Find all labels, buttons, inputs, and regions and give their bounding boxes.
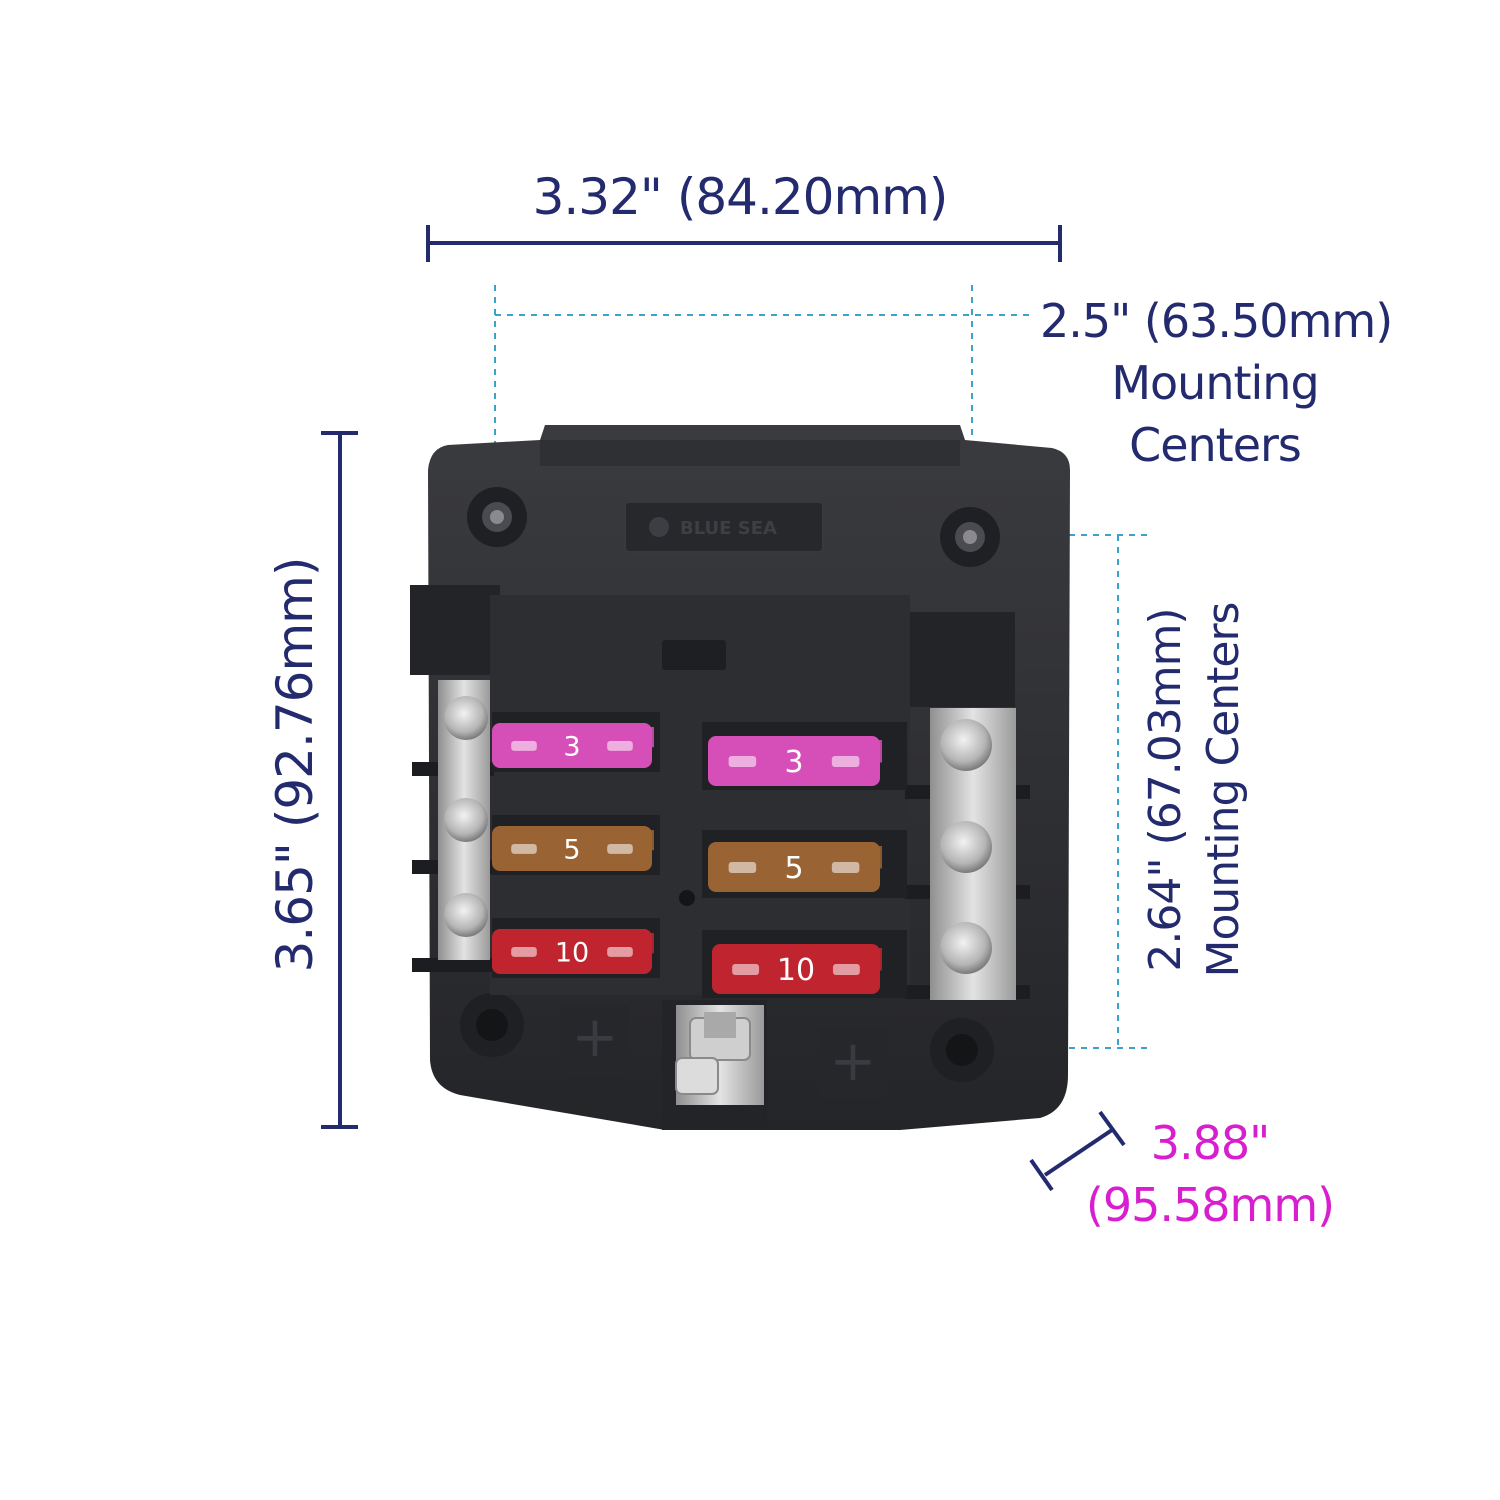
left-rail-cap bbox=[410, 585, 500, 675]
terminal-screw bbox=[940, 821, 992, 873]
mounting-height-line2: Mounting Centers bbox=[1198, 602, 1249, 978]
fuse-rating: 10 bbox=[555, 937, 589, 968]
housing-top-lip bbox=[540, 440, 960, 466]
positive-symbol-plate-right bbox=[818, 1028, 888, 1098]
fuse-body bbox=[492, 929, 652, 974]
fuse-tab bbox=[868, 846, 882, 869]
fuse-group: 3 3 5 5 10 10 bbox=[492, 723, 882, 994]
mounting-height-label: 2.64" (67.03mm) Mounting Centers bbox=[1137, 603, 1253, 978]
fuse-window bbox=[607, 947, 633, 957]
fuse-tab bbox=[640, 830, 654, 851]
fuse-body bbox=[712, 944, 880, 994]
terminal-screw bbox=[444, 798, 488, 842]
depth-metric: (95.58mm) bbox=[1085, 1178, 1335, 1232]
fuse-rating: 10 bbox=[777, 953, 815, 988]
fuse-window bbox=[607, 741, 633, 751]
fuse-body bbox=[708, 736, 880, 786]
fuse-window bbox=[511, 741, 537, 751]
fuse-tab bbox=[868, 740, 882, 763]
fuse-rating: 3 bbox=[563, 731, 580, 762]
overall-height-label: 3.65" (92.76mm) bbox=[266, 557, 324, 973]
mounting-height-value: 2.64" (67.03mm) bbox=[1140, 608, 1191, 972]
fuse-rating: 5 bbox=[563, 834, 580, 865]
brand-label: BLUE SEA bbox=[680, 518, 777, 539]
mounting-width-line2: Mounting bbox=[1111, 356, 1319, 410]
positive-symbol-right: + bbox=[830, 1029, 877, 1094]
terminal-screw bbox=[940, 719, 992, 771]
fuse: 3 bbox=[492, 723, 654, 768]
fuse-window bbox=[728, 756, 757, 767]
right-terminals bbox=[930, 708, 1016, 1000]
left-terminals bbox=[438, 680, 490, 960]
fuse-window bbox=[831, 756, 860, 767]
positive-symbol-left: + bbox=[572, 1005, 619, 1070]
fuse-body bbox=[492, 826, 652, 871]
fuse-tab bbox=[640, 933, 654, 954]
depth-label: 3.88" (95.58mm) bbox=[1080, 1112, 1340, 1236]
mounting-hole-bottom-left bbox=[460, 993, 524, 1057]
fuse: 5 bbox=[492, 826, 654, 871]
positive-symbol-plate-left bbox=[560, 1005, 630, 1075]
overall-height-line bbox=[321, 431, 358, 1129]
mounting-hole-bottom-right bbox=[930, 1018, 994, 1082]
terminal-screw bbox=[444, 696, 488, 740]
fuse-body bbox=[492, 723, 652, 768]
fuse-window bbox=[511, 844, 537, 854]
mounting-width-line3: Centers bbox=[1129, 418, 1302, 472]
indicator-dot bbox=[679, 890, 695, 906]
fuse-window bbox=[732, 964, 760, 975]
terminal-screw bbox=[940, 922, 992, 974]
fuse-window bbox=[511, 947, 537, 957]
fuse-window bbox=[607, 844, 633, 854]
fuse: 5 bbox=[708, 842, 882, 892]
fuse-rating: 3 bbox=[784, 745, 803, 780]
depth-line bbox=[1029, 1110, 1126, 1192]
main-power-stud bbox=[662, 1000, 767, 1130]
terminal-screw bbox=[444, 893, 488, 937]
depth-value: 3.88" bbox=[1150, 1116, 1271, 1170]
right-rail-cap bbox=[905, 612, 1015, 707]
fuse-body bbox=[708, 842, 880, 892]
fuse: 10 bbox=[712, 944, 882, 994]
cover-latch bbox=[662, 640, 726, 670]
fuse-tab bbox=[868, 948, 882, 971]
fuse-tab bbox=[640, 727, 654, 748]
brand-plate bbox=[624, 501, 824, 553]
fuse-window bbox=[832, 964, 860, 975]
overall-width-label: 3.32" (84.20mm) bbox=[532, 168, 949, 226]
fuse: 10 bbox=[492, 929, 654, 974]
fuse-rating: 5 bbox=[784, 851, 803, 886]
fuse-window bbox=[831, 862, 860, 873]
brand-logo-icon bbox=[649, 517, 669, 537]
mounting-hole-top-right bbox=[940, 507, 1000, 567]
fuse-window bbox=[728, 862, 757, 873]
overall-width-line bbox=[426, 225, 1062, 262]
mounting-hole-top-left bbox=[467, 487, 527, 547]
mounting-width-label: 2.5" (63.50mm) Mounting Centers bbox=[1040, 290, 1393, 476]
mounting-width-value: 2.5" (63.50mm) bbox=[1040, 294, 1393, 348]
fuse: 3 bbox=[708, 736, 882, 786]
